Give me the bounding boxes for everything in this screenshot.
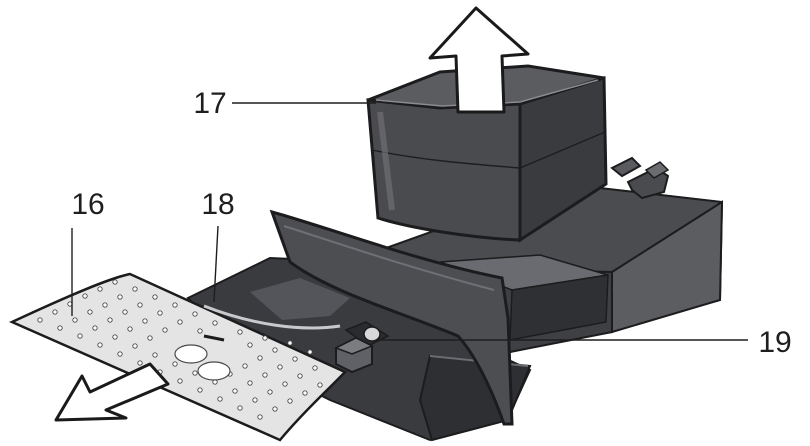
callout-18: 18 [201, 188, 341, 330]
callout-16: 16 [71, 188, 105, 316]
callout-label-16: 16 [71, 188, 104, 221]
pull-out-arrow-icon [54, 362, 170, 422]
tray-edge-highlight [203, 304, 341, 330]
float-indicator [334, 326, 381, 374]
leader-line-18 [213, 225, 219, 303]
callout-19: 19 [376, 326, 792, 359]
callout-label-17: 17 [193, 87, 226, 120]
lift-up-arrow-icon [428, 6, 530, 114]
callout-17: 17 [193, 87, 376, 120]
callout-label-19: 19 [758, 326, 791, 359]
drip-grate [8, 272, 348, 442]
callout-label-18: 18 [201, 188, 234, 221]
